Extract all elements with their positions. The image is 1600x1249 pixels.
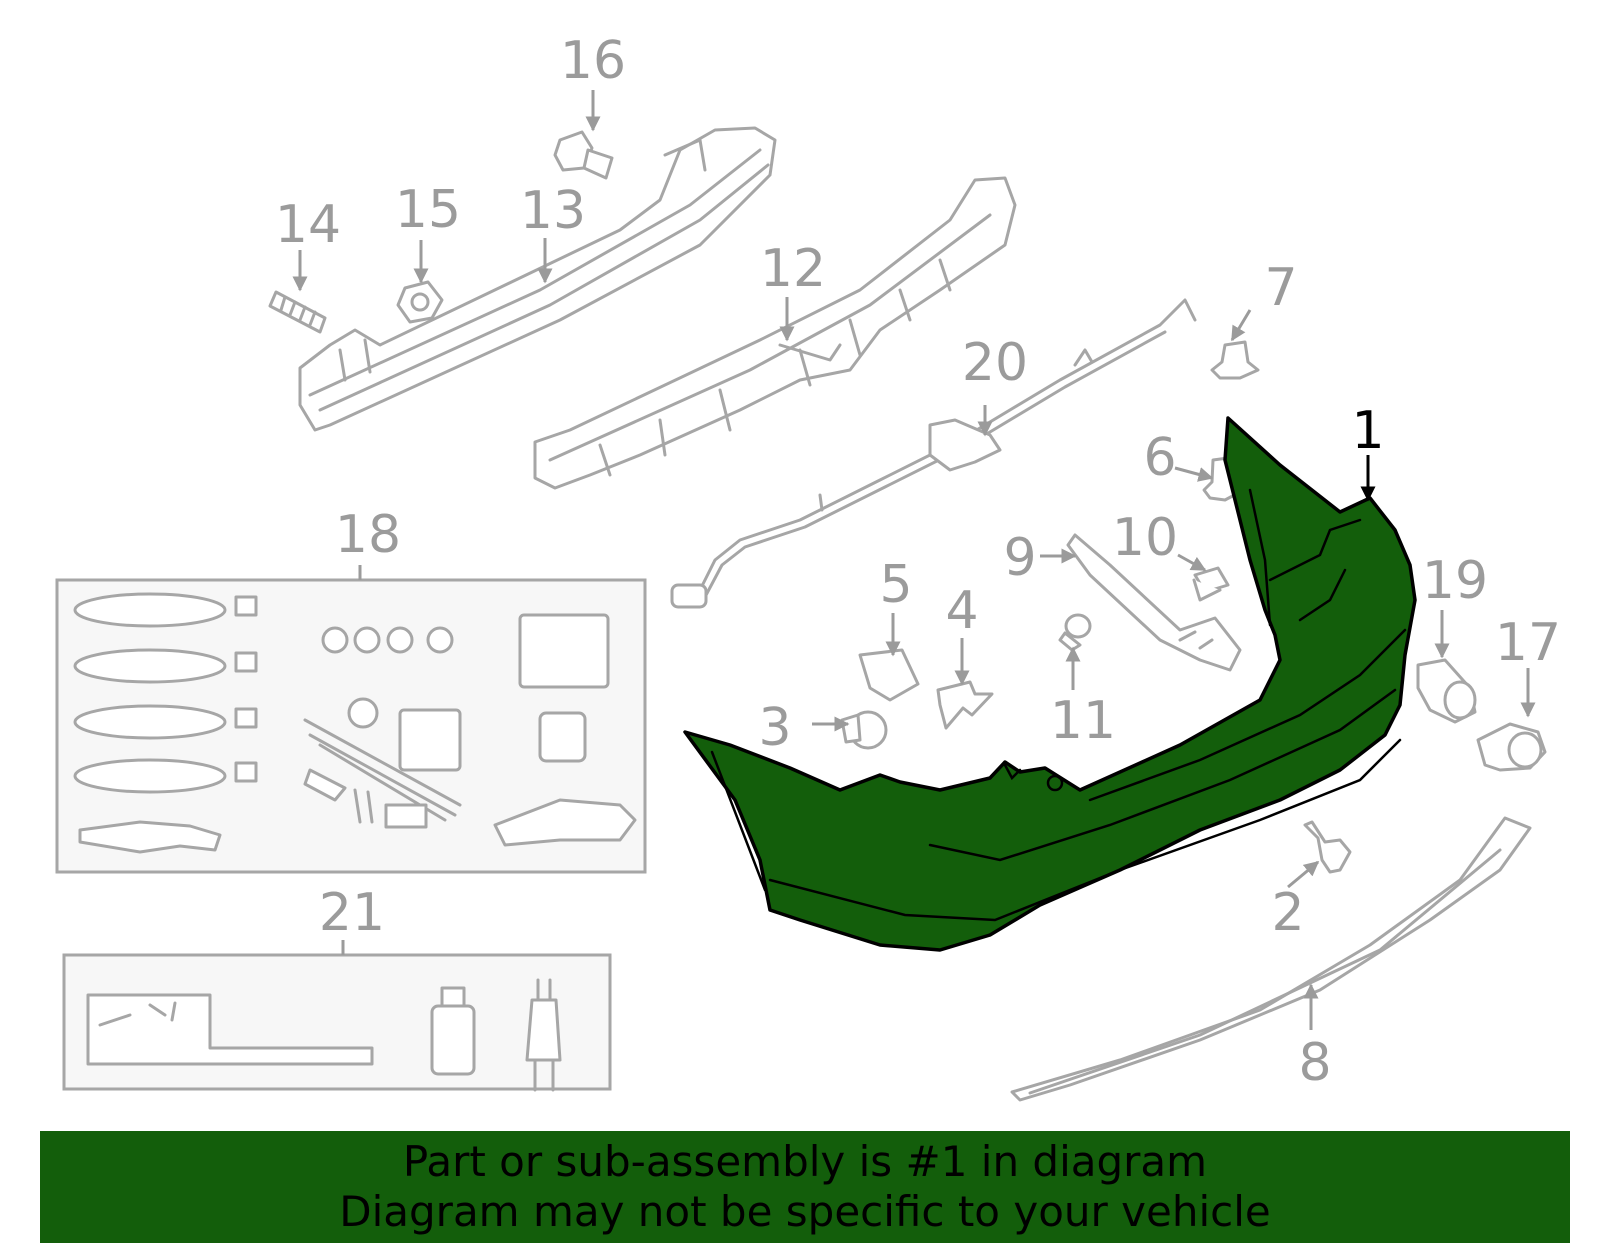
callout-9: 9: [1003, 528, 1036, 588]
banner-line-2: Diagram may not be specific to your vehi…: [339, 1187, 1271, 1236]
callout-16: 16: [560, 31, 626, 91]
callout-2: 2: [1271, 883, 1304, 943]
callout-1: 1: [1351, 401, 1384, 461]
callout-5: 5: [879, 555, 912, 615]
pin-part-11: [1058, 613, 1092, 652]
callout-8: 8: [1298, 1033, 1331, 1093]
stud-part-14: [268, 290, 327, 334]
bracket-part-9: [1066, 533, 1242, 672]
callout-21: 21: [319, 883, 385, 943]
bumper-cover-part-1: [683, 416, 1417, 952]
bolt-part-16: [553, 130, 614, 180]
callout-10: 10: [1112, 508, 1178, 568]
kit-box-21: [62, 953, 612, 1092]
callout-3: 3: [758, 698, 791, 758]
info-banner: Part or sub-assembly is #1 in diagram Di…: [40, 1131, 1570, 1243]
callout-12: 12: [760, 239, 826, 299]
callout-19: 19: [1422, 551, 1488, 611]
callout-11: 11: [1050, 691, 1116, 751]
bracket-part-5: [858, 648, 920, 702]
callout-20: 20: [962, 333, 1028, 393]
callout-14: 14: [275, 195, 341, 255]
energy-absorber: [533, 176, 1017, 490]
callout-18: 18: [335, 505, 401, 565]
screw-part-2: [1303, 820, 1352, 874]
clip-part-3: [840, 710, 888, 750]
banner-line-1: Part or sub-assembly is #1 in diagram: [402, 1137, 1208, 1186]
callout-7: 7: [1264, 258, 1297, 318]
nut-part-15: [396, 280, 444, 324]
callout-6: 6: [1143, 428, 1176, 488]
clip-part-7: [1210, 340, 1260, 380]
callout-17: 17: [1495, 613, 1561, 673]
bracket-part-4: [936, 680, 994, 730]
sensor-part-19: [1416, 658, 1477, 724]
trim-strip-part-8: [1010, 816, 1532, 1102]
kit-box-18: [55, 578, 647, 874]
sensor-part-17: [1476, 722, 1547, 772]
screw-part-10: [1192, 566, 1230, 602]
callout-4: 4: [945, 581, 978, 641]
callout-13: 13: [520, 181, 586, 241]
callout-15: 15: [395, 180, 461, 240]
